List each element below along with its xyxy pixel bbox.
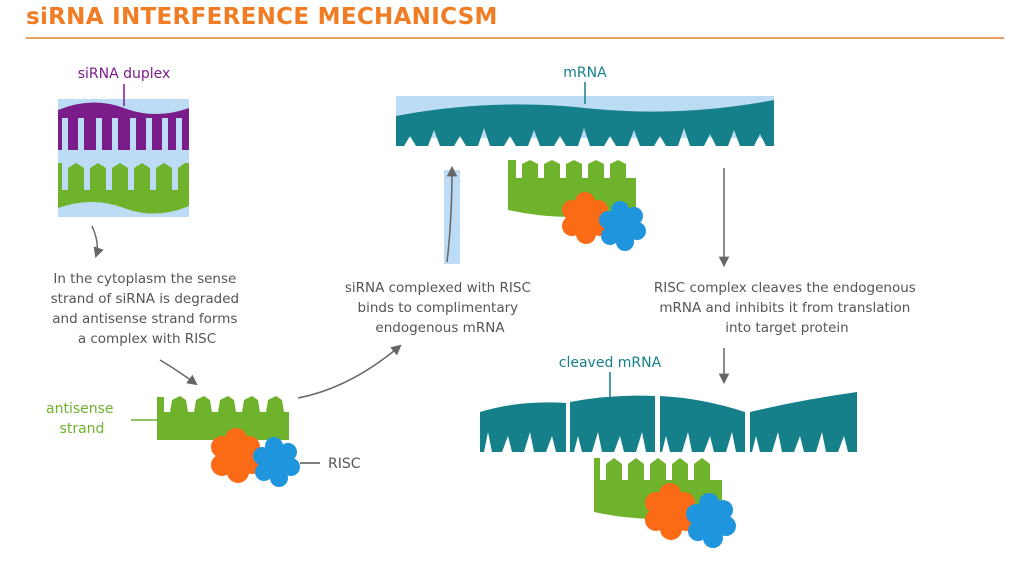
caption-step2: siRNA complexed with RISC binds to compl… [345,280,535,336]
mrna-binding: mRNA [396,65,774,264]
cleaved-fragment-3 [660,396,745,452]
sirna-duplex: siRNA duplex [58,66,189,217]
risc-label: RISC [328,456,361,472]
caption-step3: RISC complex cleaves the endogenous mRNA… [654,280,920,336]
cleaved-mrna: cleaved mRNA [480,355,857,548]
antisense-strand [157,396,289,440]
cleaved-fragment-1 [480,402,566,452]
cleaved-mrna-label: cleaved mRNA [559,355,662,371]
antisense-risc-complex [157,396,300,487]
binding-shaft [444,170,460,264]
risc-blob-cleaved [686,493,736,548]
arrow-caption-to-complex [159,359,198,386]
antisense-strand-duplex [58,163,189,214]
mrna-strand [396,100,774,146]
cleaved-fragment-4 [750,392,857,452]
arrow-duplex-to-caption [91,225,104,258]
caption-step1: In the cytoplasm the sense strand of siR… [51,271,244,347]
sense-strand [58,102,189,150]
risc-blue-blob [253,437,300,487]
cleaved-fragment-2 [570,395,655,452]
arrow-complex-to-binding [297,344,402,399]
sirna-duplex-label: siRNA duplex [78,66,171,82]
mrna-label: mRNA [563,65,607,81]
antisense-label: antisense strand [46,401,118,437]
page-title: siRNA INTERFERENCE MECHANICSM [26,4,498,30]
title-underline [26,37,1004,39]
risc-blob-bound [599,201,646,251]
arrow-up-binding [446,165,458,263]
